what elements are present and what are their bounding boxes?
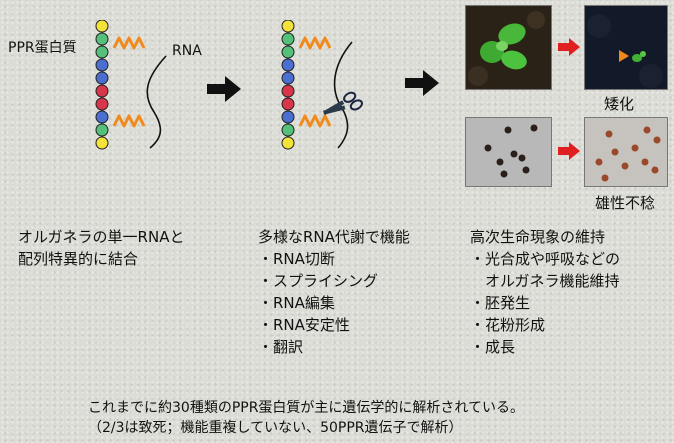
- binding-line-1: オルガネラの単一RNAと: [18, 228, 185, 246]
- binding-line-2: 配列特異的に結合: [18, 250, 139, 268]
- rna-strand: [146, 55, 167, 149]
- ppr-protein-label: PPR蛋白質: [8, 40, 77, 56]
- bead-green-1: [95, 32, 109, 46]
- ppr-bead-chain: [95, 20, 109, 150]
- dwarf-caption: 矮化: [604, 95, 635, 113]
- rna-motif-top: [112, 36, 146, 50]
- rna-cleavage-diagram: [281, 20, 363, 150]
- list-item: オルガネラ機能維持: [470, 272, 620, 290]
- scissors-icon: [323, 91, 363, 115]
- photo-sterile-seeds: [584, 117, 668, 187]
- list-item: ・光合成や呼吸などの: [470, 250, 621, 268]
- bead-green-2: [95, 45, 109, 59]
- column-binding: オルガネラの単一RNAと 配列特異的に結合: [18, 226, 184, 270]
- photo-dwarf-plant: [584, 5, 668, 90]
- rna-metabolism-title: 多様なRNA代謝で機能: [258, 228, 410, 246]
- red-arrow-bottom: [558, 142, 580, 160]
- ppr-binding-diagram: [95, 20, 167, 150]
- rna-motif-top-2: [298, 36, 332, 50]
- ppr-bead-chain-2: [281, 20, 295, 150]
- rna-motif-bottom: [112, 114, 146, 128]
- rna-label: RNA: [172, 43, 202, 59]
- bead-green-3: [95, 123, 109, 137]
- sterile-caption: 雄性不稔: [595, 194, 656, 212]
- list-item: ・翻訳: [258, 338, 304, 356]
- flow-arrow-2: [405, 70, 439, 96]
- column-life-phenomena: 高次生命現象の維持 ・光合成や呼吸などの オルガネラ機能維持 ・胚発生 ・花粉形…: [470, 226, 620, 358]
- photo-normal-seeds: [465, 117, 552, 187]
- bead-red-1: [95, 84, 109, 98]
- rna-motif-bottom-2: [298, 114, 332, 128]
- bead-yellow-bottom: [95, 136, 109, 150]
- list-item: ・花粉形成: [470, 316, 546, 334]
- photo-normal-plant: [465, 5, 552, 90]
- red-arrow-top: [558, 38, 580, 56]
- list-item: ・成長: [470, 338, 516, 356]
- flow-arrow-1: [207, 76, 241, 102]
- list-item: ・胚発生: [470, 294, 531, 312]
- list-item: ・RNA編集: [258, 294, 335, 312]
- column-rna-metabolism: 多様なRNA代謝で機能 ・RNA切断 ・スプライシング ・RNA編集 ・RNA安…: [258, 226, 410, 358]
- list-item: ・RNA切断: [258, 250, 335, 268]
- bead-red-2: [95, 97, 109, 111]
- bead-blue-1: [95, 58, 109, 72]
- bead-blue-2: [95, 71, 109, 85]
- rna-strand-2: [333, 41, 353, 149]
- list-item: ・RNA安定性: [258, 316, 350, 334]
- list-item: ・スプライシング: [258, 272, 379, 290]
- bead-blue-3: [95, 110, 109, 124]
- footer-line-2: （2/3は致死；機能重複していない、50PPR遺伝子で解析）: [88, 420, 463, 436]
- life-phenomena-title: 高次生命現象の維持: [470, 228, 606, 246]
- bead-yellow-top: [95, 20, 109, 33]
- footer-line-1: これまでに約30種類のPPR蛋白質が主に遺伝学的に解析されている。: [88, 400, 525, 416]
